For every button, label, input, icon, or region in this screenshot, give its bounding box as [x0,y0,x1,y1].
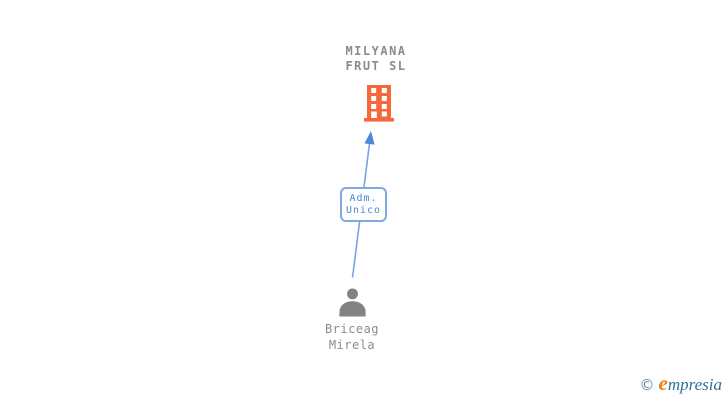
arrowhead-icon [364,131,375,145]
logo-brand-initial: e [658,371,668,395]
person-icon[interactable] [337,286,368,318]
person-name-line1: Briceag [324,322,380,336]
logo-brand-rest: mpresia [667,375,722,394]
empresia-logo[interactable]: © e mpresia [639,371,722,395]
company-name-line1: MILYANA [345,44,407,58]
edge-label-line2: Unico [345,204,382,216]
company-node-label[interactable]: MILYANA FRUT SL [330,44,422,74]
building-icon[interactable] [364,85,394,122]
edge-label-box: Adm. Unico [340,187,387,222]
person-node-label[interactable]: Briceag Mirela [307,322,397,353]
edge-label-line1: Adm. [349,192,378,204]
copyright-icon: © [639,376,655,394]
company-name-line2: FRUT SL [345,59,407,73]
person-name-line2: Mirela [328,337,376,352]
